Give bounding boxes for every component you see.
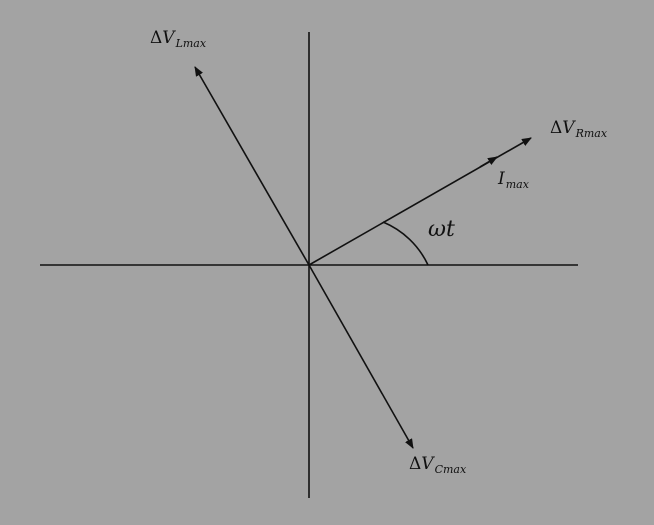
label-angle-omega-t: ωt bbox=[428, 217, 455, 242]
phasor-i-max-marker bbox=[479, 156, 498, 168]
label-vc-max: ΔVCmax bbox=[409, 454, 467, 476]
phasor-vc-max bbox=[308, 264, 414, 449]
label-vl-max: ΔVLmax bbox=[150, 28, 207, 50]
phasor-vr-max bbox=[308, 137, 532, 266]
label-vr-max: ΔVRmax bbox=[550, 118, 608, 140]
phasor-vl-max bbox=[194, 66, 310, 266]
angle-arc bbox=[382, 221, 429, 266]
label-i-max: Imax bbox=[498, 169, 529, 191]
